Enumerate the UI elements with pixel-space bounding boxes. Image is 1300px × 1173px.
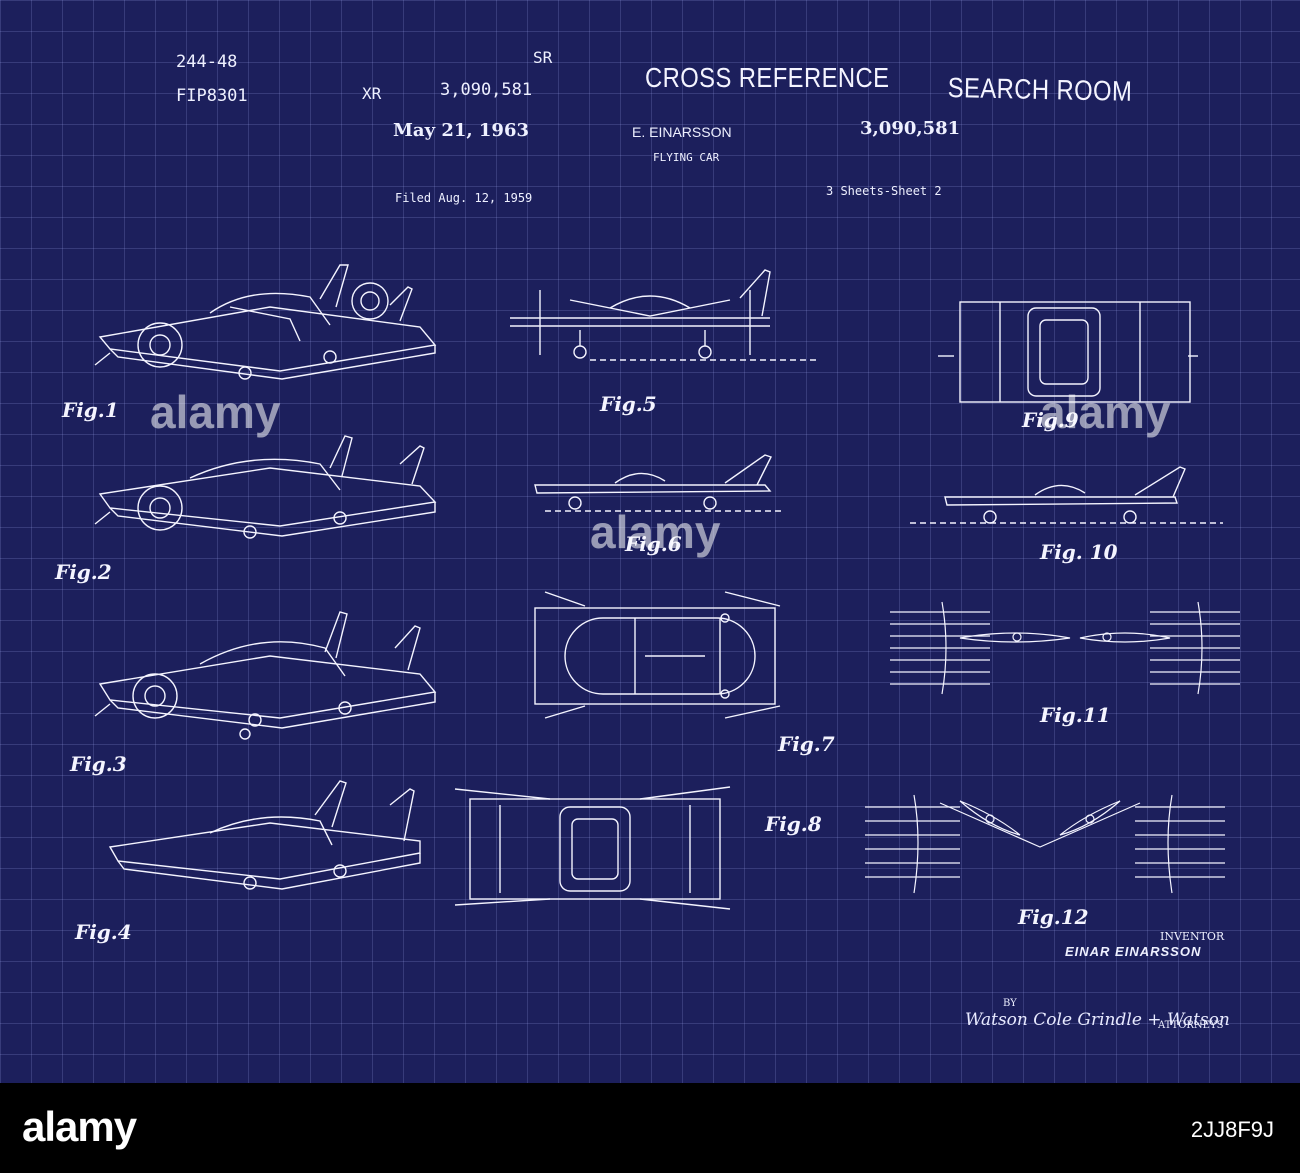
fig-2-label: Fig.2 (55, 560, 112, 584)
search-room-stamp: SEARCH ROOM (947, 72, 1133, 107)
watermark-3: alamy (1040, 386, 1171, 438)
fig-12-label: Fig.12 (1018, 905, 1089, 929)
patent-number: 3,090,581 (860, 118, 961, 139)
fig-3-drawing (90, 600, 470, 750)
patent-title: FLYING CAR (653, 151, 720, 164)
fig-1-label: Fig.1 (62, 398, 119, 422)
inventor-header: E. EINARSSON (632, 124, 732, 140)
fig-12-drawing (850, 785, 1250, 900)
code-244-48: 244-48 (176, 52, 238, 72)
fig-10-label: Fig. 10 (1040, 540, 1118, 564)
fig-8-drawing (440, 775, 750, 925)
xr-number: 3,090,581 (440, 80, 533, 100)
blueprint-sheet: 244-48 FIP8301 SR XR 3,090,581 CROSS REF… (0, 0, 1300, 1083)
xr-mark: XR (362, 84, 382, 103)
fig-7-label: Fig.7 (778, 732, 835, 756)
fig-2-drawing (90, 428, 470, 558)
footer-bar: alamy 2JJ8F9J (0, 1083, 1300, 1173)
cross-reference-stamp: CROSS REFERENCE (645, 62, 890, 93)
watermark-1: alamy (150, 386, 281, 438)
fig-4-drawing (100, 775, 440, 915)
fig-7-drawing (505, 578, 805, 738)
fig-5-label: Fig.5 (600, 392, 657, 416)
fig-6-drawing (525, 445, 795, 525)
fig-3-label: Fig.3 (70, 752, 127, 776)
fig-10-drawing (905, 455, 1225, 545)
code-fip8301: FIP8301 (176, 86, 248, 106)
watermark-2: alamy (590, 506, 721, 558)
alamy-logo: alamy (22, 1103, 137, 1150)
fig-11-drawing (880, 598, 1250, 698)
fig-9-drawing (930, 290, 1200, 420)
fig-8-label: Fig.8 (765, 812, 822, 836)
attorney-signature: Watson Cole Grindle + Watson (965, 1010, 1230, 1030)
fig-9-label: Fig.9 (1022, 408, 1079, 432)
filed-date: Filed Aug. 12, 1959 (395, 191, 533, 205)
sheet-count: 3 Sheets-Sheet 2 (826, 184, 942, 198)
fig-6-label: Fig.6 (625, 532, 682, 556)
sr-mark: SR (533, 48, 553, 67)
inventor-caption: INVENTOR (1160, 930, 1225, 943)
patent-date: May 21, 1963 (393, 120, 529, 141)
inventor-name: EINAR EINARSSON (1065, 944, 1202, 959)
fig-4-label: Fig.4 (75, 920, 132, 944)
fig-1-drawing (90, 245, 470, 395)
fig-11-label: Fig.11 (1040, 703, 1111, 727)
fig-5-drawing (500, 260, 830, 370)
image-id: 2JJ8F9J (1190, 1117, 1274, 1142)
attorneys-caption: ATTORNEYS (1158, 1020, 1224, 1031)
by-label: BY (1003, 998, 1017, 1009)
